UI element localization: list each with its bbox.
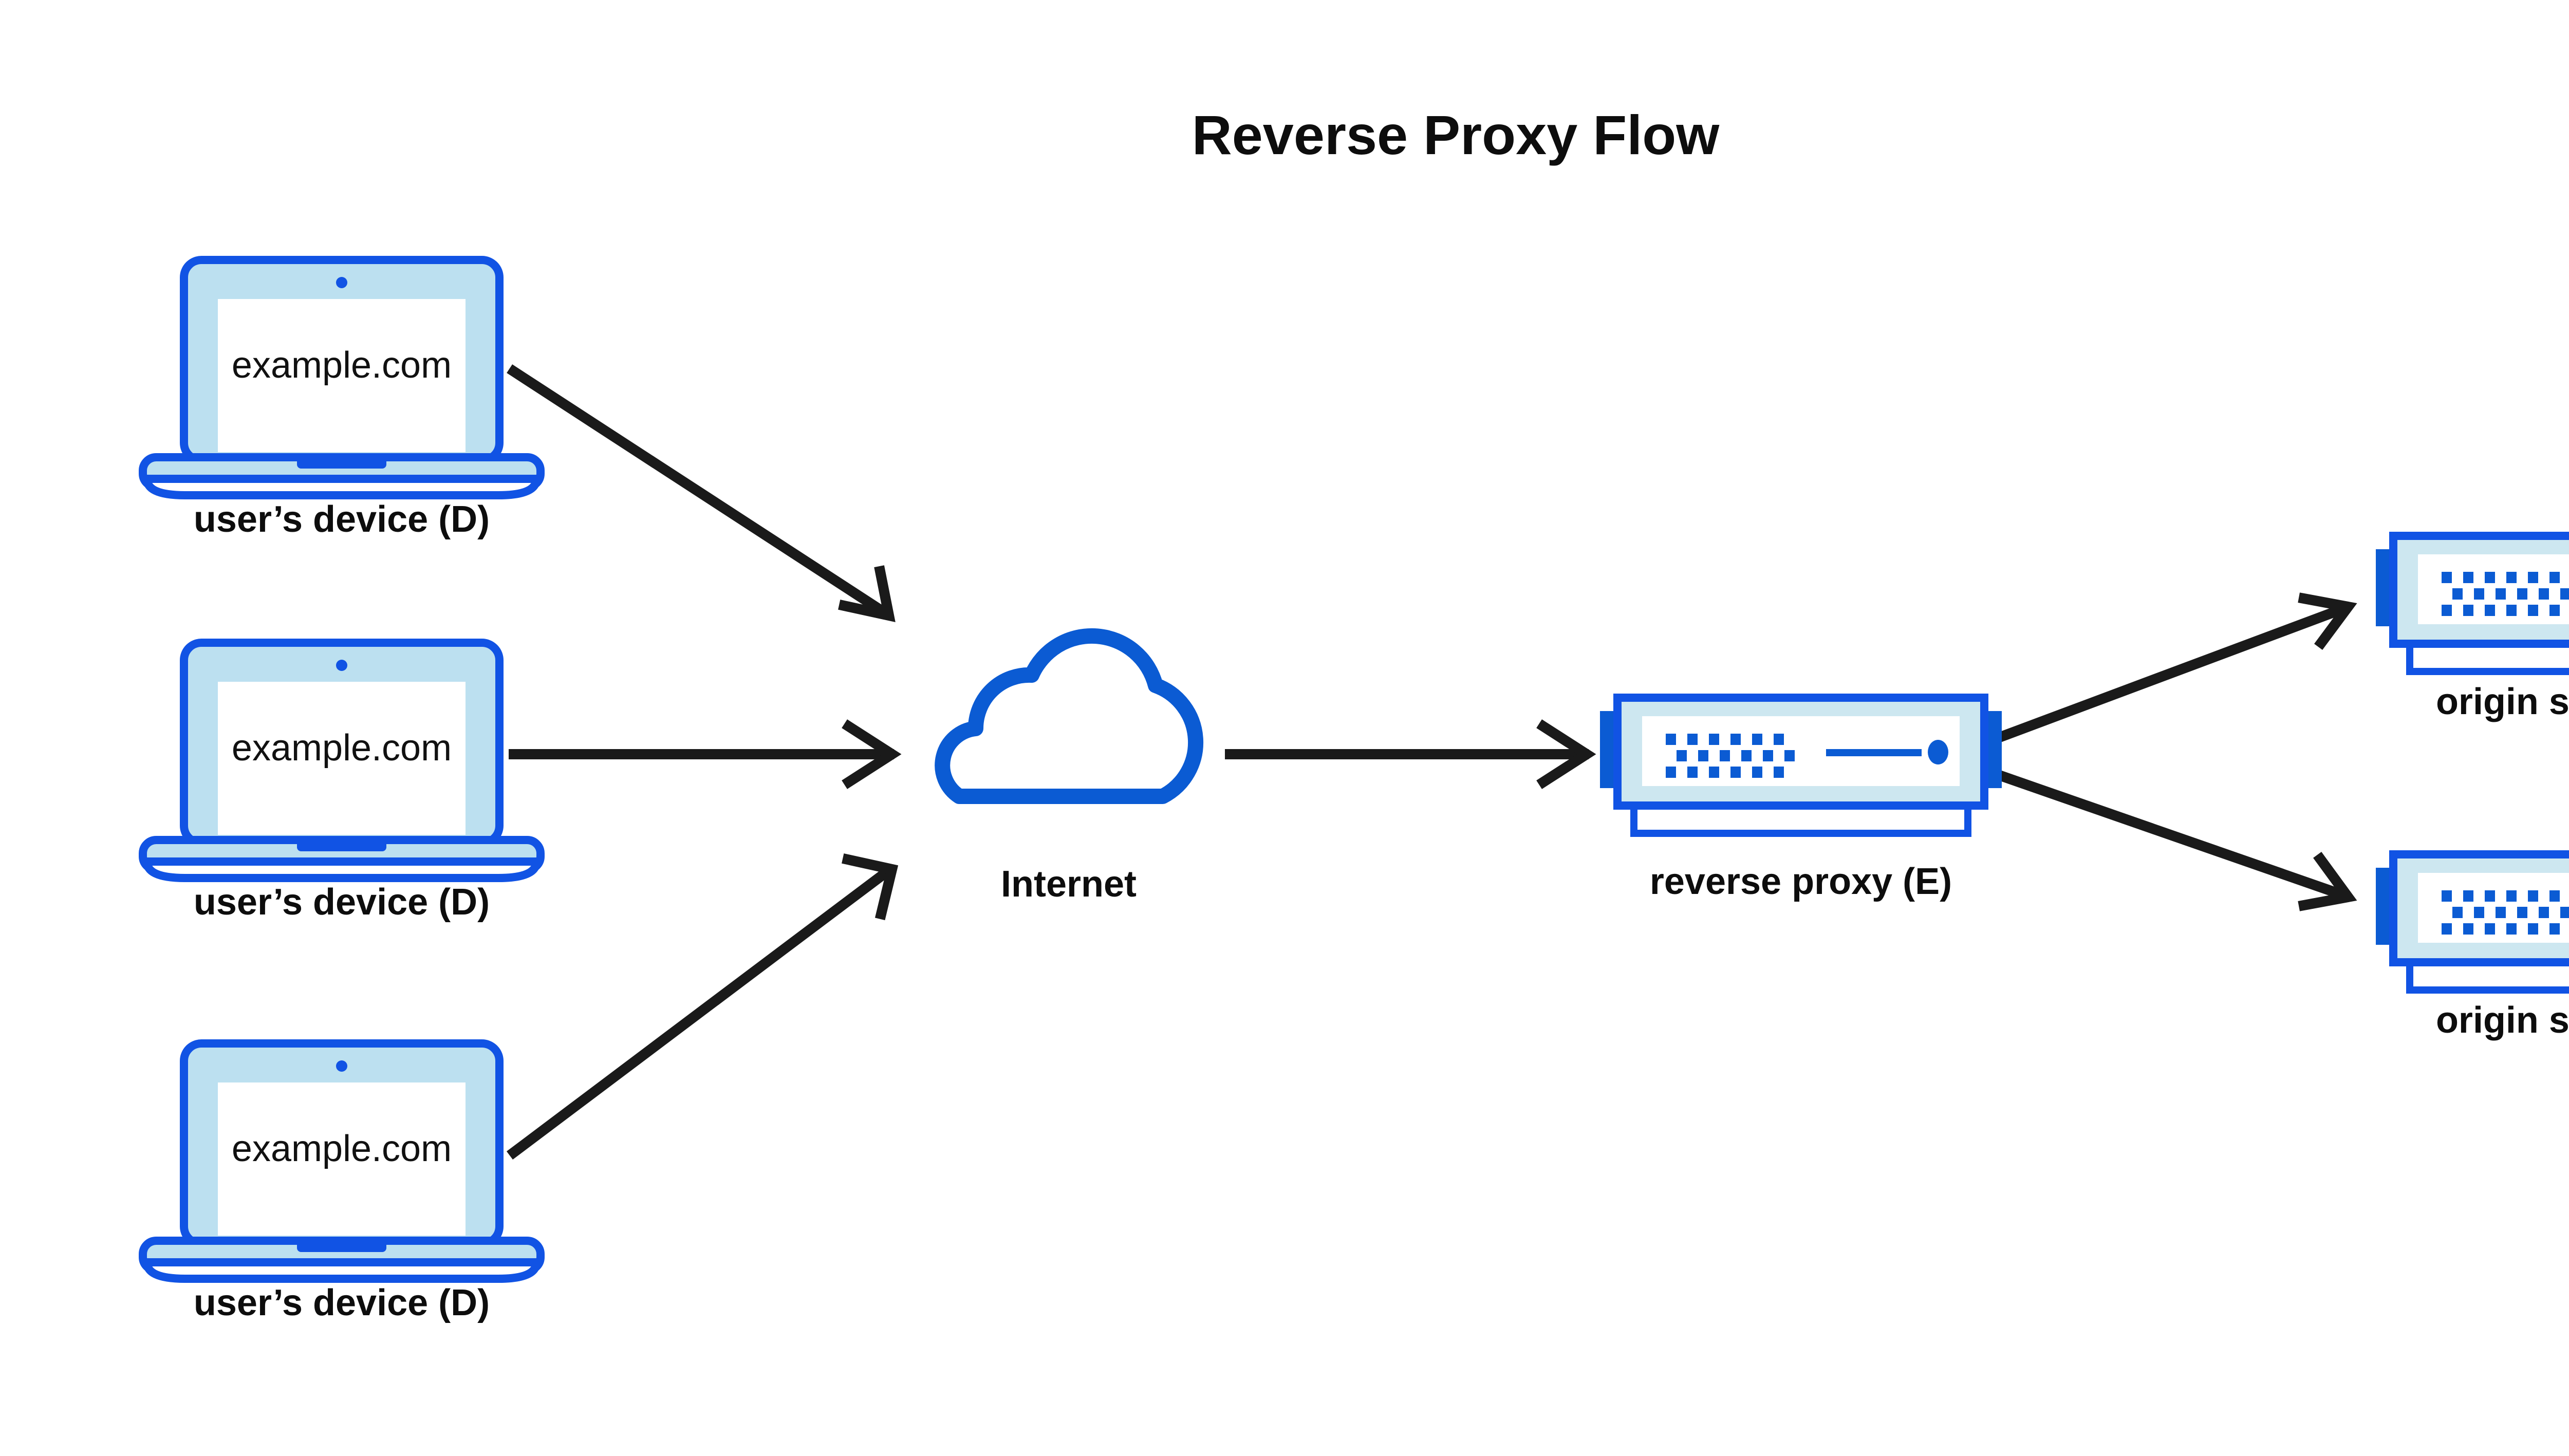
node-origin-server-bottom[interactable]: origin server (F) [2376,854,2569,1041]
node-user-device-middle[interactable]: example.com user’s device (D) [143,643,541,923]
node-label-origin-server-top: origin server (F) [2436,681,2569,722]
node-user-device-top[interactable]: example.com user’s device (D) [143,260,541,540]
server-icon [1600,698,2002,833]
node-label-internet: Internet [1001,864,1137,905]
node-label-origin-server-bottom: origin server (F) [2436,1000,2569,1041]
cloud-icon [942,636,1196,796]
arrow-client-middle-to-internet [509,719,902,789]
arrow-client-top-to-internet [507,364,896,623]
arrow-client-bottom-to-internet [506,853,899,1160]
node-internet[interactable]: Internet [942,636,1196,905]
laptop-screen-url-top: example.com [232,345,452,386]
connection-arrows [506,364,2357,1160]
laptop-screen-url-bottom: example.com [232,1128,452,1169]
node-label-reverse-proxy: reverse proxy (E) [1650,861,1952,902]
server-icon [2376,854,2569,990]
node-label-user-device-bottom: user’s device (D) [194,1282,490,1323]
laptop-screen-url-middle: example.com [232,727,452,769]
server-icon [2376,536,2569,671]
page-title: Reverse Proxy Flow [1192,104,1720,166]
node-reverse-proxy[interactable]: reverse proxy (E) [1600,698,2002,902]
arrow-reverse-proxy-to-origin-top [1997,592,2357,742]
node-label-user-device-middle: user’s device (D) [194,882,490,923]
node-user-device-bottom[interactable]: example.com user’s device (D) [143,1043,541,1323]
node-origin-server-top[interactable]: origin server (F) [2376,536,2569,722]
arrow-internet-to-reverse-proxy [1225,719,1596,789]
node-label-user-device-top: user’s device (D) [194,499,490,540]
arrow-reverse-proxy-to-origin-bottom [1997,770,2357,911]
